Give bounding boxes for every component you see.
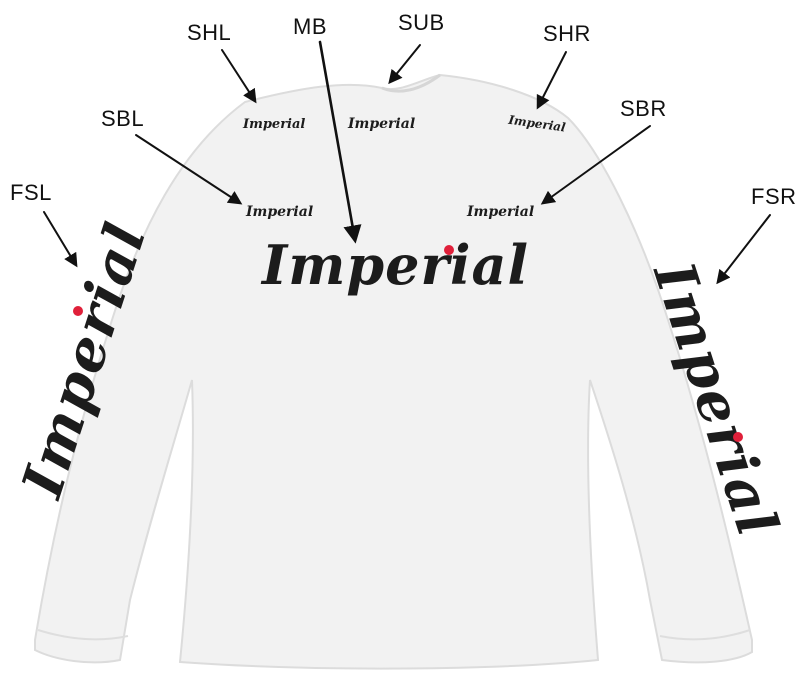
label-fsl: FSL [10, 180, 52, 205]
label-shr: SHR [543, 21, 591, 46]
svg-text:Imperial: Imperial [260, 233, 529, 297]
arrow-fsr [718, 215, 770, 282]
label-sbr: SBR [620, 96, 667, 121]
label-shl: SHL [187, 20, 231, 45]
label-sub: SUB [398, 10, 445, 35]
shirt-body [35, 75, 752, 669]
shirt-illustration [35, 75, 752, 669]
logo-fsr-dot [733, 432, 743, 442]
arrow-shl [222, 50, 255, 101]
logo-mb: Imperial [260, 233, 529, 297]
label-sbl: SBL [101, 106, 144, 131]
logo-mb-dot [444, 245, 454, 255]
logo-sbr: Imperial [466, 204, 534, 220]
svg-text:Imperial: Imperial [466, 204, 534, 220]
logo-sbl: Imperial [245, 204, 313, 220]
label-fsr: FSR [751, 184, 797, 209]
svg-text:Imperial: Imperial [242, 117, 305, 132]
arrow-fsl [44, 212, 76, 265]
arrow-shr [538, 52, 566, 107]
logo-fsl-dot [73, 306, 83, 316]
logo-shl: Imperial [242, 117, 305, 132]
svg-text:Imperial: Imperial [347, 116, 415, 132]
label-mb: MB [293, 14, 327, 39]
svg-text:Imperial: Imperial [245, 204, 313, 220]
logo-sub: Imperial [347, 116, 415, 132]
arrow-sub [390, 45, 420, 82]
